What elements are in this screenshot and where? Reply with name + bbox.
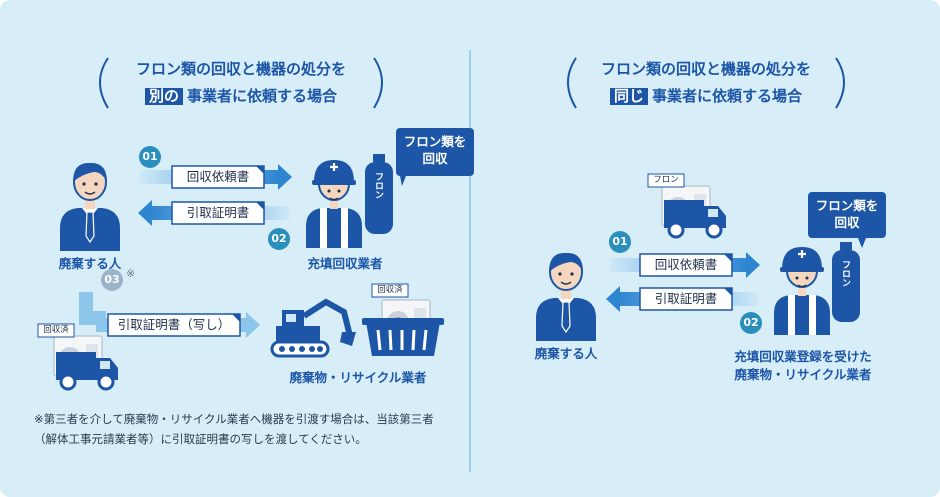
left-heading-line1: フロン類の回収と機器の処分を [135,60,346,78]
truck-icon [662,198,728,239]
person-label: 廃棄する人 [58,256,122,271]
step-circle-03 [101,269,123,291]
doc-request-box [639,253,733,277]
arrow-copy-path [79,292,106,325]
step-number-03: 03 [104,273,120,286]
speech-bubble [396,128,474,176]
heading-bracket-right [835,57,845,109]
worker-icon [304,158,364,250]
footnote: ※第三者を介して廃棄物・リサイクル業者へ機器を引渡す場合は、当該第三者（解体工事… [34,412,434,447]
left-heading-rest: 事業者に依頼する場合 [187,87,338,105]
worker-label: 充填回収業者 [307,256,383,271]
step3-mark: ※ [126,267,136,280]
doc-request-label: 回収依頼書 [654,257,718,272]
cylinder-text: フロン [840,260,850,287]
right-heading-line1: フロン類の回収と機器の処分を [600,60,811,78]
tag-freon-text: フロン [653,175,679,185]
person-icon [59,161,121,252]
heading-bracket-left [567,57,577,109]
heading-bracket-right [373,57,383,109]
step-circle-02 [268,228,290,250]
bubble-line1: フロン類を [403,134,467,149]
worker-icon [772,245,832,337]
right-heading-line2: 同じ事業者に依頼する場合 [578,88,834,105]
worker-label: 充填回収業登録を受けた廃棄物・リサイクル業者 [718,348,888,383]
doc-certificate-box [639,287,733,311]
step-circle-01 [139,146,161,168]
doc-certificate-box [171,201,265,225]
heading-bracket-left [99,57,109,109]
recycler-label: 廃棄物・リサイクル業者 [289,370,427,385]
right-heading-rest: 事業者に依頼する場合 [652,87,803,105]
cylinder-text: フロン [373,172,383,199]
tag-collected [371,283,409,298]
doc-request-box [171,165,265,189]
worker-label-line1: 充填回収業登録を受けた [734,349,872,364]
excavator-icon [270,298,356,358]
bubble-text: フロン類を回収 [396,134,474,168]
step-number-02: 02 [271,232,287,245]
tag-collected-text: 回収済 [377,285,403,295]
left-heading-line2: 別の事業者に依頼する場合 [110,88,372,105]
bubble-line1: フロン類を [815,198,879,213]
tag-collected [37,323,75,338]
recycle-bin-icon [362,318,444,356]
person-label: 廃棄する人 [534,346,598,361]
doc-copy-label: 引取証明書（写し） [117,317,231,332]
doc-certificate-label: 引取証明書 [654,291,718,306]
doc-copy-box [107,313,241,337]
step-number-01: 01 [612,235,628,248]
step-circle-01 [609,231,631,253]
doc-request-label: 回収依頼書 [186,169,250,184]
step-number-01: 01 [142,150,158,163]
step-number-02: 02 [743,316,759,329]
bubble-text: フロン類を回収 [808,198,886,232]
doc-certificate-label: 引取証明書 [186,205,250,220]
speech-bubble [808,192,886,238]
right-heading-highlight: 同じ [609,88,648,105]
bubble-line2: 回収 [422,150,448,166]
worker-label-line2: 廃棄物・リサイクル業者 [734,366,872,382]
tag-collected-text: 回収済 [43,325,69,335]
left-heading-highlight: 別の [144,88,183,105]
step-circle-02 [740,312,762,334]
person-icon [535,251,597,342]
truck-icon [54,350,120,391]
bubble-line2: 回収 [834,214,860,230]
tag-freon [647,173,685,188]
